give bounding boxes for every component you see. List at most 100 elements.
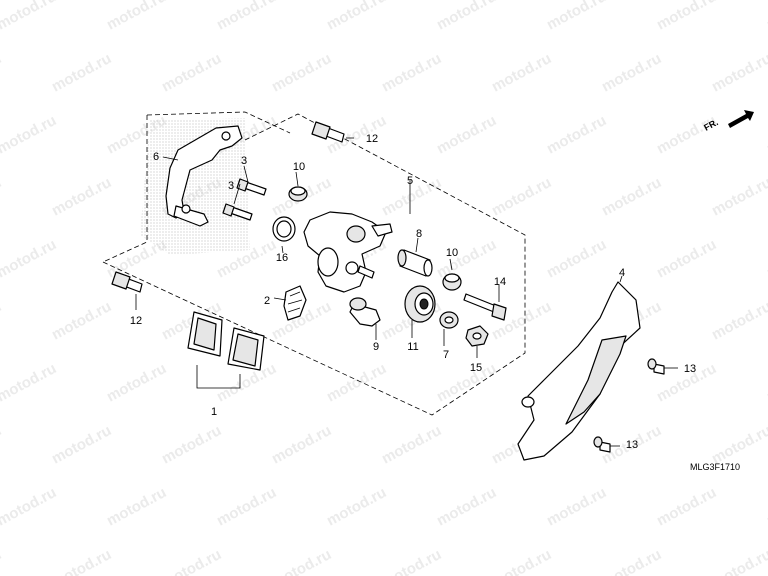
watermark-text: motod.ru	[489, 546, 554, 576]
seal-part	[272, 216, 296, 242]
watermark-text: motod.ru	[379, 50, 444, 96]
watermark-text: motod.ru	[49, 174, 114, 220]
washer-part	[439, 311, 459, 329]
watermark-text: motod.ru	[599, 546, 664, 576]
callout-13a: 13	[684, 363, 696, 375]
watermark-text: motod.ru	[434, 360, 499, 406]
watermark-text: motod.ru	[159, 50, 224, 96]
callout-4: 4	[619, 267, 625, 279]
guide-pin-part	[349, 297, 381, 327]
caliper-guard-part	[517, 281, 641, 461]
callout-14: 14	[494, 276, 506, 288]
bearing-part	[404, 285, 436, 323]
watermark-text: motod.ru	[0, 484, 59, 530]
callout-12b: 12	[130, 315, 142, 327]
callout-16: 16	[276, 252, 288, 264]
callout-9: 9	[373, 341, 379, 353]
guard-screw-part	[593, 358, 665, 453]
watermark-text: motod.ru	[0, 360, 59, 406]
watermark-text: motod.ru	[49, 422, 114, 468]
bracket-group-frame	[102, 111, 291, 263]
watermark-text: motod.ru	[379, 422, 444, 468]
watermark-text: motod.ru	[104, 360, 169, 406]
watermark-text: motod.ru	[434, 484, 499, 530]
caliper-bracket-part	[165, 125, 243, 227]
callout-7: 7	[443, 349, 449, 361]
watermark-text: motod.ru	[709, 174, 768, 220]
watermark-text: motod.ru	[269, 422, 334, 468]
callout-15: 15	[470, 362, 482, 374]
watermark-text: motod.ru	[104, 0, 169, 34]
bracket-bolt-part	[222, 178, 267, 221]
watermark-text: motod.ru	[159, 422, 224, 468]
watermark-text: motod.ru	[0, 422, 4, 468]
watermark-text: motod.ru	[709, 298, 768, 344]
watermark-text: motod.ru	[0, 174, 4, 220]
callout-10b: 10	[446, 247, 458, 259]
caliper-group-frame	[102, 113, 526, 416]
callout-10a: 10	[293, 161, 305, 173]
watermark-text: motod.ru	[764, 360, 768, 406]
callout-12a: 12	[366, 133, 378, 145]
watermark-text: motod.ru	[599, 50, 664, 96]
watermark-text: motod.ru	[0, 112, 59, 158]
watermark-text: motod.ru	[489, 298, 554, 344]
watermark-text: motod.ru	[434, 112, 499, 158]
watermark-text: motod.ru	[0, 0, 59, 34]
watermark-text: motod.ru	[49, 50, 114, 96]
watermark-text: motod.ru	[49, 298, 114, 344]
watermark-text: motod.ru	[104, 484, 169, 530]
watermark-text: motod.ru	[764, 236, 768, 282]
watermark-text: motod.ru	[544, 236, 609, 282]
watermark-text: motod.ru	[434, 236, 499, 282]
watermark-text: motod.ru	[599, 174, 664, 220]
watermark-text: motod.ru	[324, 0, 389, 34]
watermark-text: motod.ru	[544, 112, 609, 158]
watermark-text: motod.ru	[709, 422, 768, 468]
watermark-text: motod.ru	[709, 50, 768, 96]
watermark-text: motod.ru	[654, 112, 719, 158]
watermark-text: motod.ru	[214, 0, 279, 34]
watermark-text: motod.ru	[159, 546, 224, 576]
caliper-body-part	[303, 211, 393, 293]
callout-6: 6	[153, 151, 159, 163]
callout-8: 8	[416, 228, 422, 240]
watermark-text: motod.ru	[654, 484, 719, 530]
watermark-text: motod.ru	[379, 546, 444, 576]
arrow-front-icon	[728, 110, 754, 128]
callout-11: 11	[407, 341, 418, 353]
pivot-bolt-part	[463, 293, 507, 321]
watermark-text: motod.ru	[489, 50, 554, 96]
watermark-text: motod.ru	[764, 112, 768, 158]
callout-1: 1	[211, 406, 217, 418]
pin-boot-part	[288, 186, 462, 291]
piston-pin-part	[397, 249, 433, 277]
callout-3a: 3	[241, 155, 247, 167]
callout-3b: 3	[228, 180, 234, 192]
watermark-text: motod.ru	[269, 50, 334, 96]
watermark-text: motod.ru	[49, 546, 114, 576]
callout-13b: 13	[626, 439, 638, 451]
watermark-text: motod.ru	[214, 484, 279, 530]
watermark-text: motod.ru	[764, 484, 768, 530]
watermark-text: motod.ru	[0, 546, 4, 576]
flange-bolt-part	[111, 121, 345, 293]
shadow-area	[140, 118, 250, 255]
watermark-text: motod.ru	[0, 298, 4, 344]
watermark-text: motod.ru	[764, 0, 768, 34]
watermark-text: motod.ru	[324, 484, 389, 530]
brake-pad-part	[187, 311, 265, 389]
watermark-text: motod.ru	[654, 0, 719, 34]
watermark-text: motod.ru	[544, 484, 609, 530]
nut-part	[465, 325, 489, 347]
pad-spring-part	[283, 285, 307, 321]
watermark-text: motod.ru	[654, 236, 719, 282]
watermark-text: motod.ru	[324, 360, 389, 406]
watermark-text: motod.ru	[544, 0, 609, 34]
watermark-text: motod.ru	[709, 546, 768, 576]
callout-5: 5	[407, 175, 413, 187]
watermark-text: motod.ru	[0, 50, 4, 96]
